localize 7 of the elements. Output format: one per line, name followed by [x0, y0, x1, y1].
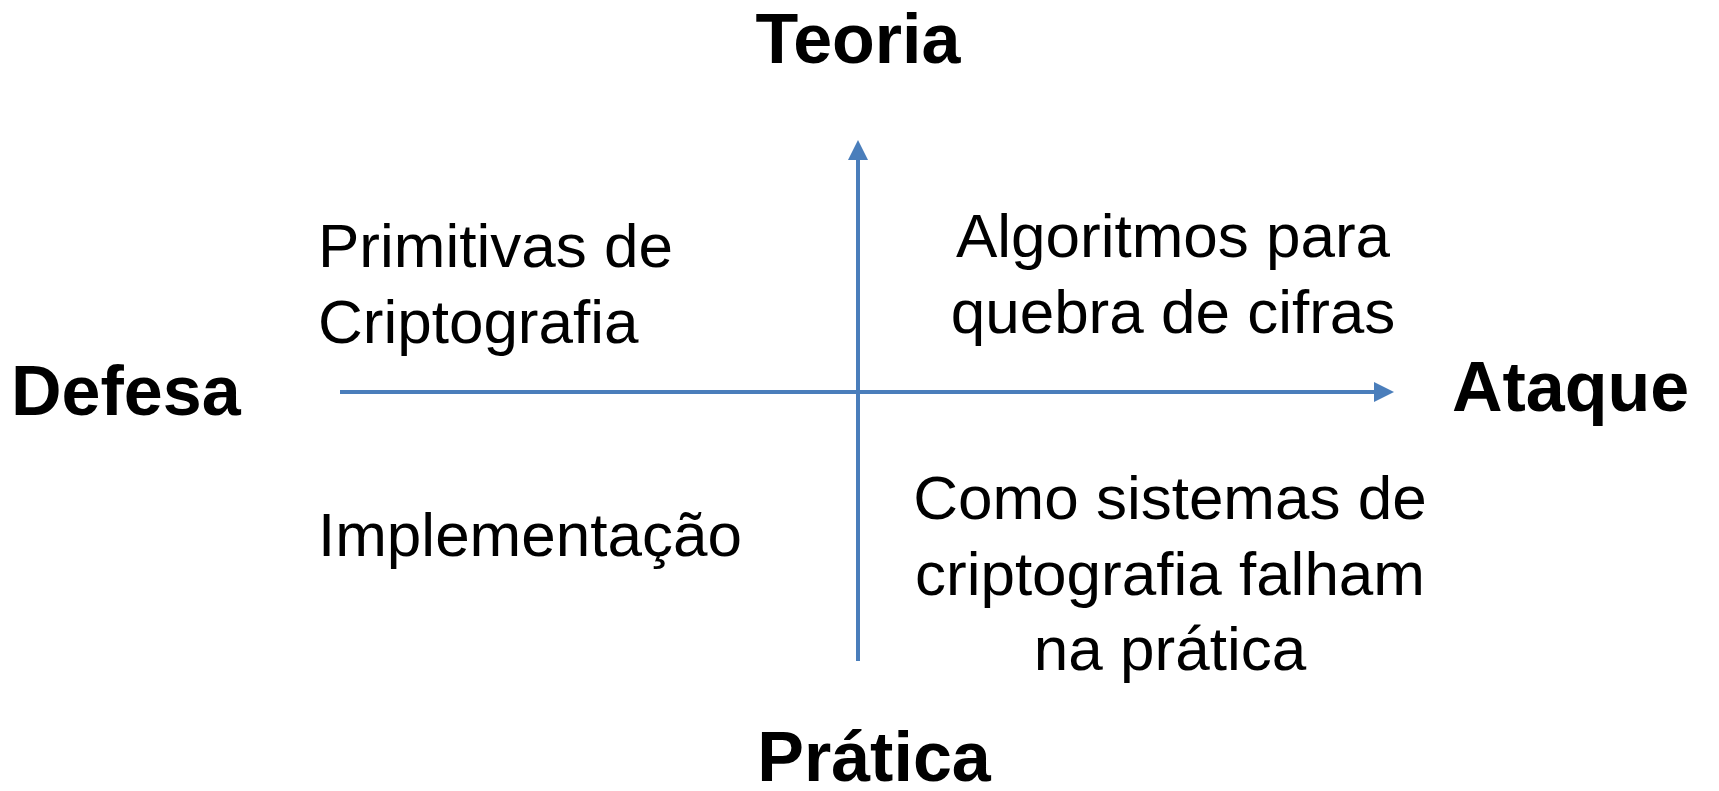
quadrant-label: Como sistemas de criptografia falham na prática [912, 462, 1428, 686]
axis-label: Prática [757, 722, 991, 791]
quadrant-label: Primitivas de Criptografia [318, 210, 674, 358]
quadrant-label: Implementação [318, 499, 743, 571]
axis-label: Teoria [755, 4, 961, 74]
quadrant-label: Algoritmos para quebra de cifras [949, 200, 1397, 348]
axis-label: Defesa [11, 356, 241, 426]
